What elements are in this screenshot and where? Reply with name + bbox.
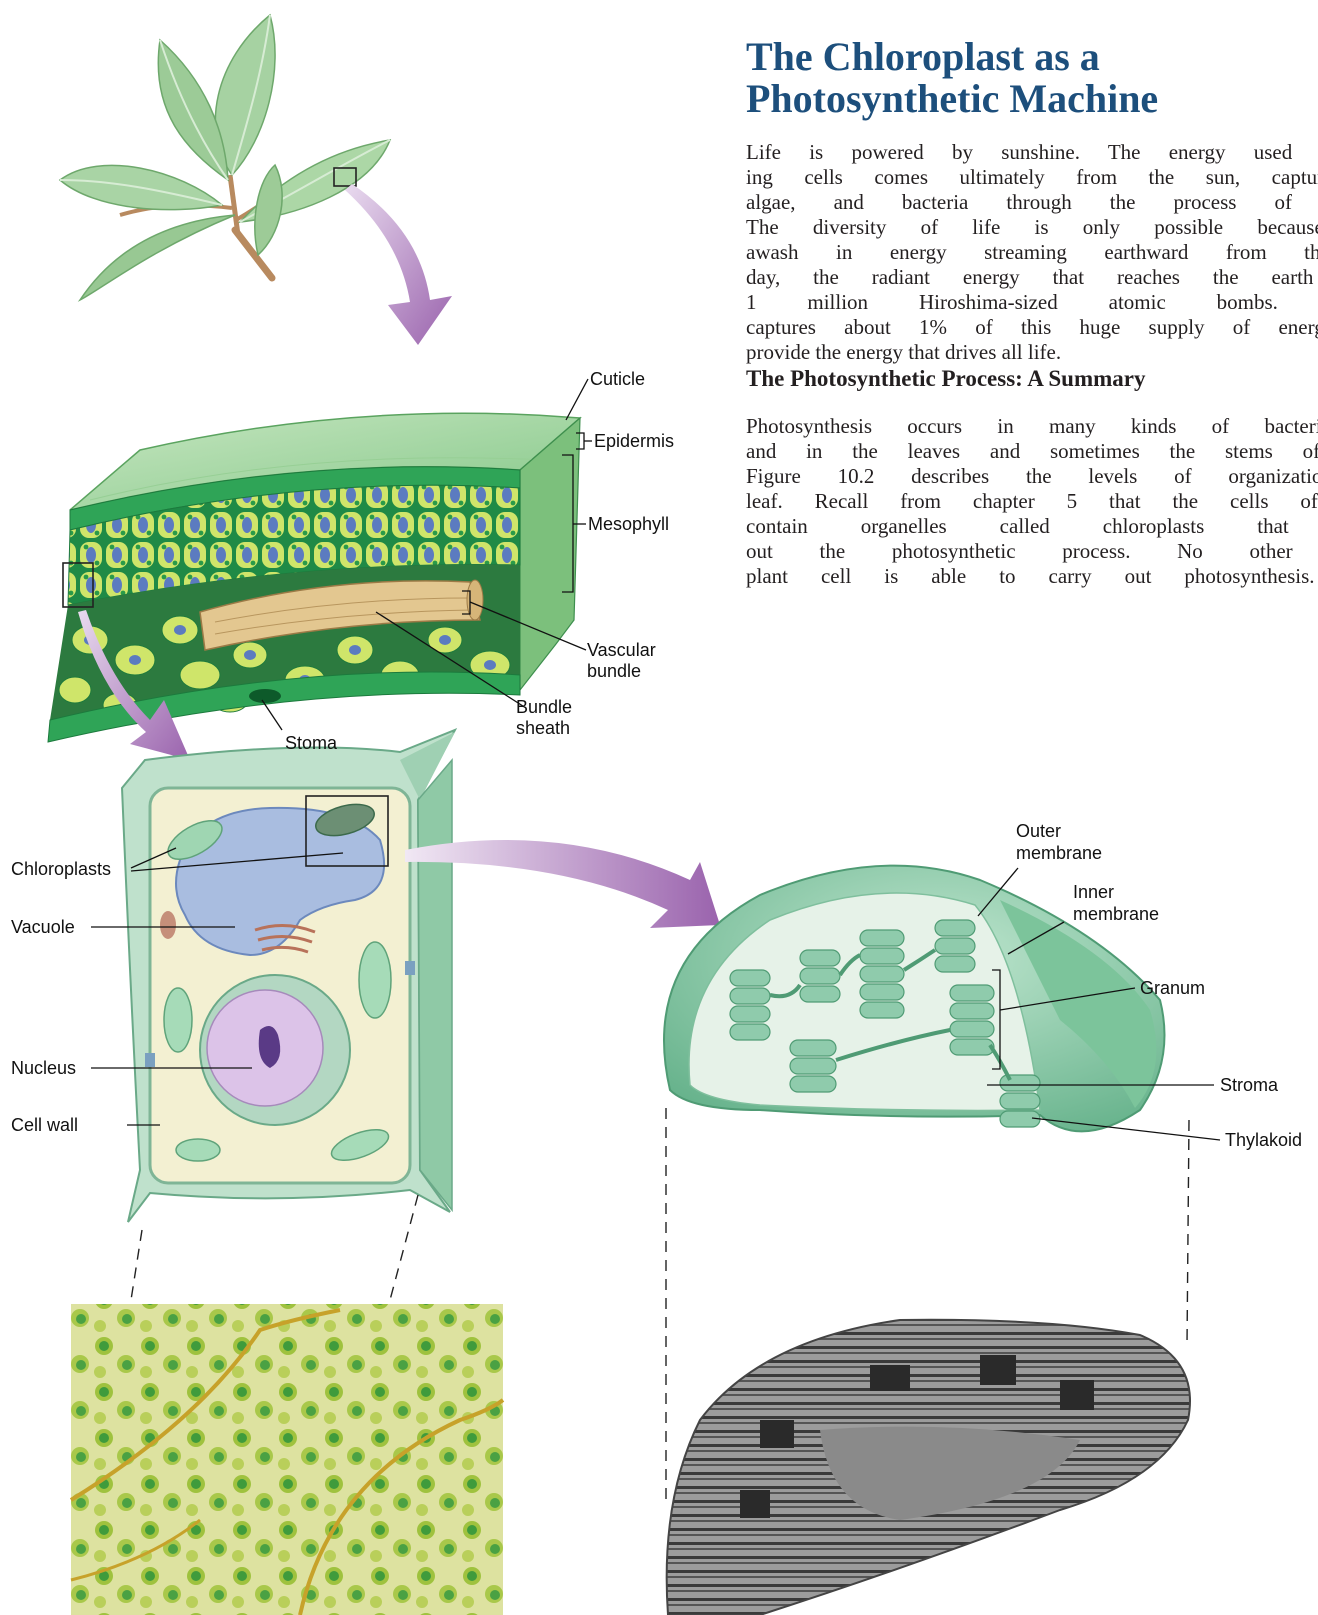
- label-thylakoid: Thylakoid: [1225, 1130, 1302, 1151]
- label-vascular-bundle-2: bundle: [587, 661, 641, 682]
- label-vascular-bundle-1: Vascular: [587, 640, 656, 661]
- label-bundle-sheath-2: sheath: [516, 718, 570, 739]
- label-granum: Granum: [1140, 978, 1205, 999]
- label-nucleus: Nucleus: [11, 1058, 76, 1079]
- label-epidermis: Epidermis: [594, 431, 674, 452]
- arrow-leaf-to-section: [345, 184, 452, 345]
- label-inner-membrane-1: Inner: [1073, 882, 1114, 903]
- plant-cell-illustration: [122, 730, 455, 1222]
- leaf-sprig-illustration: [60, 15, 390, 300]
- label-inner-membrane-2: membrane: [1073, 904, 1159, 925]
- label-chloroplasts: Chloroplasts: [11, 859, 111, 880]
- label-cell-wall: Cell wall: [11, 1115, 78, 1136]
- label-bundle-sheath-1: Bundle: [516, 697, 572, 718]
- leaf-cross-section-illustration: [48, 413, 580, 742]
- label-vacuole: Vacuole: [11, 917, 75, 938]
- label-stroma: Stroma: [1220, 1075, 1278, 1096]
- light-micrograph: [71, 1304, 503, 1615]
- electron-micrograph: [667, 1320, 1190, 1615]
- label-cuticle: Cuticle: [590, 369, 645, 390]
- label-mesophyll: Mesophyll: [588, 514, 669, 535]
- label-stoma: Stoma: [285, 733, 337, 754]
- label-outer-membrane-2: membrane: [1016, 843, 1102, 864]
- label-outer-membrane-1: Outer: [1016, 821, 1061, 842]
